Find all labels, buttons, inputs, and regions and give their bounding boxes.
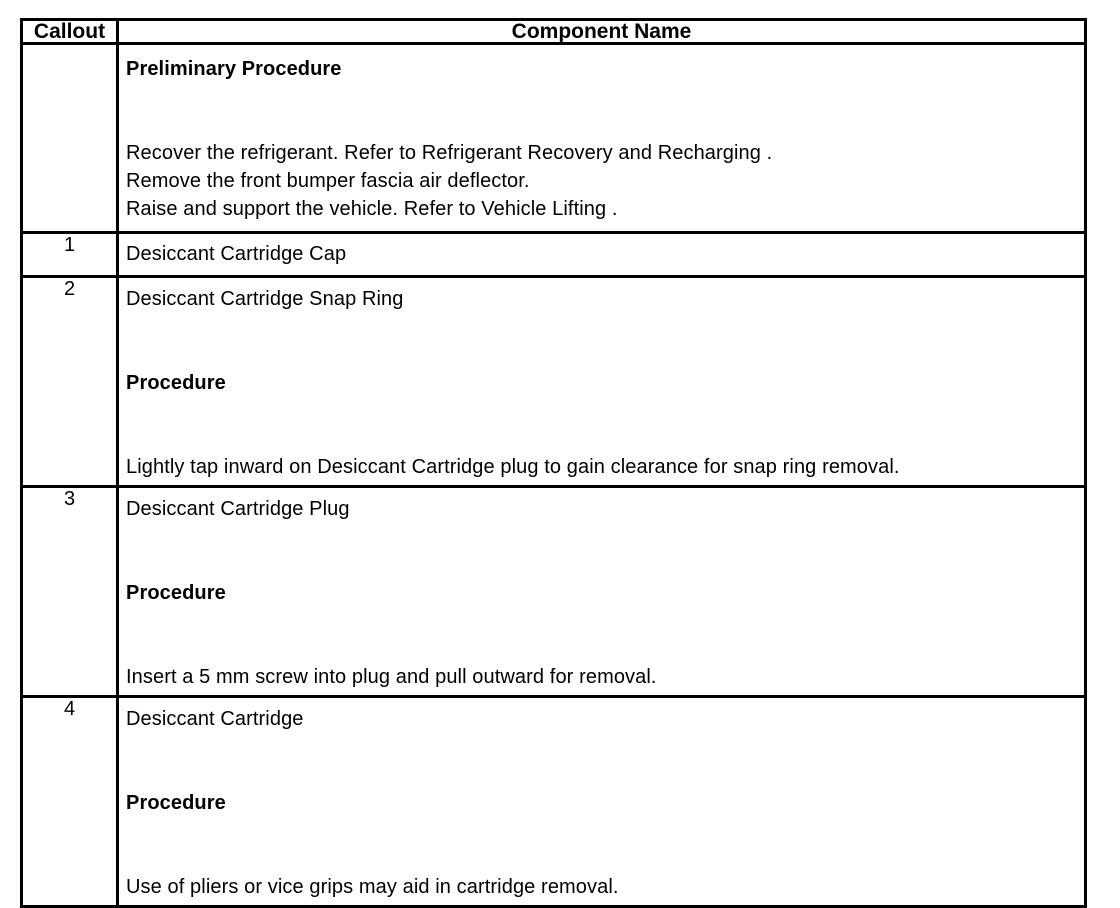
callout-number-1: 1 [20,231,119,278]
procedure-text-2: Lightly tap inward on Desiccant Cartridg… [126,456,900,478]
component-cell-3: Desiccant Cartridge Plug Procedure Inser… [116,485,1087,698]
preliminary-step-1: Recover the refrigerant. Refer to Refrig… [126,142,773,164]
table-row: 2 Desiccant Cartridge Snap Ring Procedur… [20,275,1087,488]
table-header-row: Callout Component Name [20,18,1087,45]
column-header-component-name: Component Name [116,18,1087,45]
spacer [126,733,1078,789]
procedure-heading-4: Procedure [126,792,226,814]
preliminary-step-2: Remove the front bumper fascia air defle… [126,170,530,192]
component-name-4: Desiccant Cartridge [126,708,304,730]
component-cell-4: Desiccant Cartridge Procedure Use of pli… [116,695,1087,908]
document-page: Callout Component Name Preliminary Proce… [20,18,1087,908]
component-cell-1: Desiccant Cartridge Cap [116,231,1087,278]
component-name-2: Desiccant Cartridge Snap Ring [126,288,404,310]
component-cell-2: Desiccant Cartridge Snap Ring Procedure … [116,275,1087,488]
preliminary-procedure-cell: Preliminary Procedure Recover the refrig… [116,42,1087,234]
table-body: Preliminary Procedure Recover the refrig… [20,42,1087,908]
table-row-preliminary: Preliminary Procedure Recover the refrig… [20,42,1087,234]
table-row: 3 Desiccant Cartridge Plug Procedure Ins… [20,485,1087,698]
preliminary-procedure-heading: Preliminary Procedure [126,58,342,80]
procedure-heading-2: Procedure [126,372,226,394]
callout-number-2: 2 [20,275,119,488]
table-header: Callout Component Name [20,18,1087,45]
component-callout-table: Callout Component Name Preliminary Proce… [20,18,1087,908]
procedure-text-4: Use of pliers or vice grips may aid in c… [126,876,619,898]
callout-cell-preliminary [20,42,119,234]
spacer [126,817,1078,873]
procedure-text-3: Insert a 5 mm screw into plug and pull o… [126,666,657,688]
component-name-3: Desiccant Cartridge Plug [126,498,350,520]
callout-number-4: 4 [20,695,119,908]
spacer [126,607,1078,663]
column-header-callout: Callout [20,18,119,45]
procedure-heading-3: Procedure [126,582,226,604]
component-name-1: Desiccant Cartridge Cap [126,243,347,265]
spacer [126,523,1078,579]
spacer [126,83,1078,139]
callout-number-3: 3 [20,485,119,698]
spacer [126,313,1078,369]
table-row: 1 Desiccant Cartridge Cap [20,231,1087,278]
spacer [126,397,1078,453]
preliminary-step-3: Raise and support the vehicle. Refer to … [126,198,618,220]
table-row: 4 Desiccant Cartridge Procedure Use of p… [20,695,1087,908]
